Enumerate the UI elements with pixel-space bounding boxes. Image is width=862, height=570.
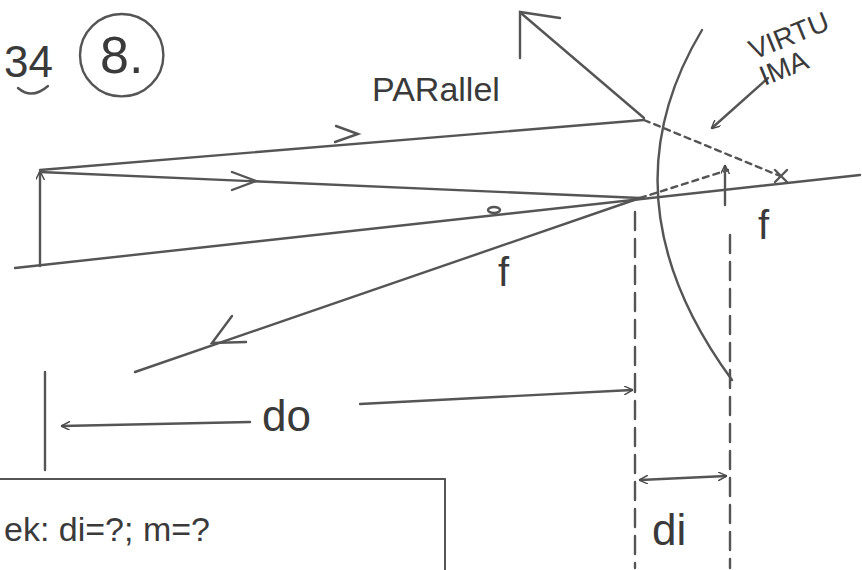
vertex-line [634,212,636,568]
convex-mirror [658,30,732,380]
distance-label: di [652,508,686,552]
reflected-ray [522,14,644,118]
circled-number: 8. [78,12,165,98]
underline [18,86,48,94]
reflected-ray [135,198,640,372]
image-label: VIRTU IMA [745,1,859,90]
focal-point [775,170,787,182]
parallel-ray [40,120,644,170]
ray-label: PARallel [372,72,500,106]
ray-arrowhead [335,126,358,142]
vertex-ray [40,172,640,198]
dimension-tick [44,372,46,470]
center-point [488,207,500,213]
ray-arrowhead [520,12,560,58]
question-box: ek: di=?; m=? [0,478,446,570]
callout-number: 8. [100,25,143,85]
dimension-arrow [360,390,632,404]
dimension-arrow [640,476,726,480]
virtual-ray-extension [640,170,728,198]
question-text: ek: di=?; m=? [4,510,444,549]
leader-line [712,78,768,128]
focal-label: f [498,252,509,292]
focal-label: f [758,205,769,245]
image-arrow [724,166,726,205]
object-arrow [39,172,41,266]
distance-label: do [262,394,311,438]
ray-arrowhead [232,172,256,190]
dimension-arrow [62,422,250,426]
ray-arrowhead [212,316,246,343]
image-line [729,235,731,568]
circle-outline [80,14,163,96]
page-number: 34 [4,40,53,84]
